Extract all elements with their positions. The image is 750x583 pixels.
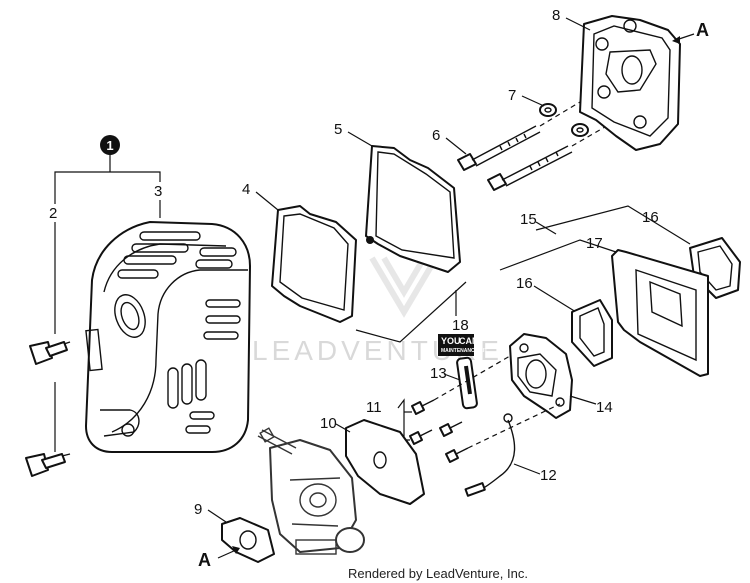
leader-4 [255, 191, 279, 211]
leader-10 [335, 423, 351, 433]
knob-screw-upper[interactable] [29, 341, 71, 365]
watermark-logo [369, 256, 439, 318]
callout-10: 10 [320, 415, 337, 432]
carburetor-adapter[interactable] [509, 333, 573, 419]
ref-a-bottom-line [217, 549, 237, 559]
bracket-15 [535, 205, 691, 245]
ref-a-top: A [696, 20, 709, 40]
callout-17: 17 [586, 235, 603, 252]
callout-16-top: 16 [642, 209, 659, 226]
callout-2: 2 [49, 205, 57, 222]
leader-12 [513, 463, 541, 475]
screw-3[interactable] [439, 421, 463, 437]
leader-14 [569, 395, 597, 405]
washer-lower[interactable] [571, 123, 589, 137]
callout-12: 12 [540, 467, 557, 484]
leader-15 [535, 221, 557, 235]
filter-element[interactable] [271, 205, 357, 323]
badge-line2: CAN [459, 336, 479, 346]
callout-4: 4 [242, 181, 250, 198]
screw-2[interactable] [409, 429, 433, 445]
callout-3: 3 [154, 183, 162, 200]
ref-a-top-arrow [672, 36, 680, 44]
filter-gasket[interactable] [365, 145, 461, 273]
leader-6 [445, 137, 467, 155]
carburetor-gasket[interactable] [345, 419, 425, 505]
dash-screw-4 [467, 403, 561, 449]
callout-1: 1 [106, 138, 113, 153]
callout-15: 15 [520, 211, 537, 228]
bracket-18 [355, 281, 467, 343]
bolt-upper[interactable] [457, 125, 541, 171]
ref-a-bottom-arrow [232, 546, 240, 554]
callout-6: 6 [432, 127, 440, 144]
air-cleaner-back-plate[interactable] [579, 15, 681, 151]
leader-8 [565, 17, 591, 31]
badge-line1: YOU [441, 336, 461, 346]
callout-9: 9 [194, 501, 202, 518]
callout-14: 14 [596, 399, 613, 416]
footer-credit: Rendered by LeadVenture, Inc. [348, 566, 528, 581]
bracket-1 [54, 171, 161, 204]
leader-9 [207, 509, 227, 523]
maintenance-kit-badge: YOU CAN MAINTENANCE KIT [438, 334, 487, 356]
screw-1[interactable] [411, 399, 435, 415]
callout-1-circle [100, 135, 120, 155]
knob-screw-lower[interactable] [25, 453, 71, 477]
callout-16-bottom: 16 [516, 275, 533, 292]
callout-7: 7 [508, 87, 516, 104]
leader-5 [347, 131, 373, 147]
callout-13: 13 [430, 365, 447, 382]
callout-5: 5 [334, 121, 342, 138]
washer-upper[interactable] [539, 103, 557, 117]
leader-7 [521, 95, 545, 107]
leader-13 [443, 373, 461, 381]
callout-11: 11 [366, 399, 382, 416]
gasket-lower[interactable] [571, 299, 613, 367]
ref-a-bottom: A [198, 550, 211, 570]
intake-gasket[interactable] [221, 517, 275, 563]
primer-wire[interactable] [464, 413, 516, 497]
screw-4[interactable] [445, 447, 469, 463]
callout-18: 18 [452, 317, 469, 334]
leader-16-bottom [533, 285, 577, 313]
dash-screw-1 [433, 355, 511, 401]
bracket-17 [499, 239, 617, 271]
bolt-lower[interactable] [487, 145, 573, 191]
heat-insulator-plate[interactable] [611, 249, 709, 377]
badge-sub: MAINTENANCE KIT [441, 348, 487, 354]
dash-washer-2 [571, 115, 625, 147]
callout-8: 8 [552, 7, 560, 24]
cover-shroud[interactable] [85, 221, 251, 453]
carburetor[interactable] [257, 427, 365, 555]
